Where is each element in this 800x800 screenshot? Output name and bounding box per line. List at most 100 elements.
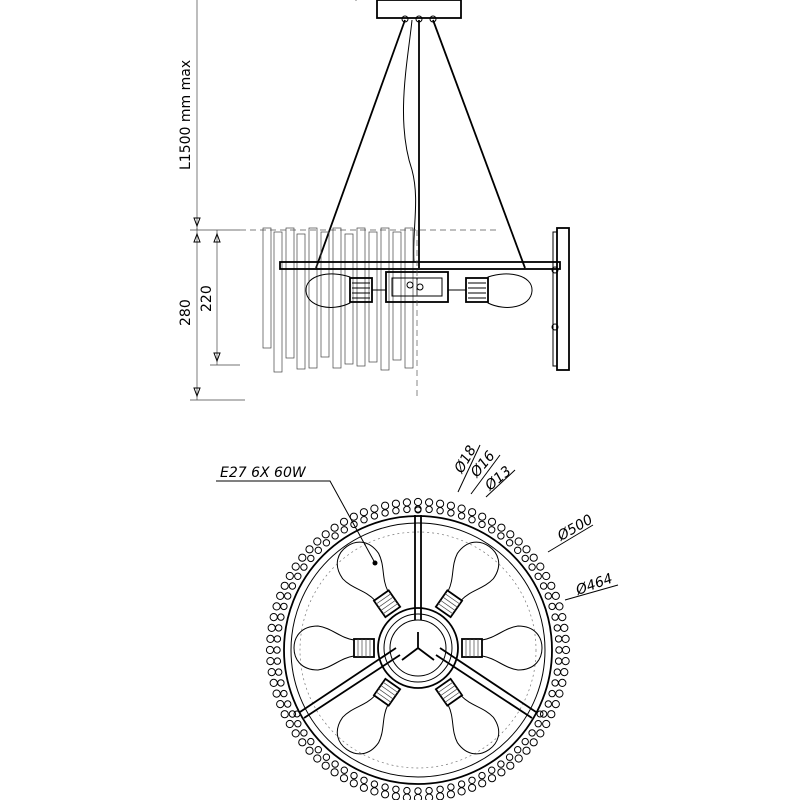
crystal-bead <box>291 729 300 738</box>
crystal-bead <box>529 738 538 747</box>
crystal-bead <box>370 512 379 520</box>
crystal-bead <box>273 646 281 654</box>
crystal-bead <box>446 790 455 799</box>
crystal-bead <box>561 645 571 655</box>
crystal-bead <box>555 646 563 654</box>
crystal-bead <box>273 657 282 665</box>
crystal-bead <box>267 668 276 677</box>
crystal-bead <box>561 634 570 644</box>
crystal-bead <box>551 613 559 621</box>
bulb <box>293 625 375 671</box>
crystal-bead <box>514 546 522 554</box>
crystal-bead <box>547 581 556 590</box>
crystal-bead <box>548 689 556 698</box>
crystal-bead <box>447 783 455 791</box>
crystal-bead <box>305 746 314 755</box>
diameter-464-label: Ø464 <box>573 571 615 599</box>
crystal-bead <box>349 779 358 788</box>
crystal-bead <box>425 498 434 507</box>
crystal-bead <box>391 499 400 508</box>
crystal-bead <box>544 700 552 708</box>
bulb-spec-label: E27 6X 60W <box>220 465 307 481</box>
top-view: E27 6X 60W Ø18 Ø16 Ø13 Ø500 Ø464 <box>216 443 619 800</box>
crystal-bead <box>340 766 348 774</box>
crystal-bead <box>331 760 339 768</box>
outer-frame-ring <box>283 515 553 785</box>
crystal-bead <box>478 771 486 780</box>
crystal-bead <box>392 785 400 793</box>
crystal-bead <box>331 532 339 540</box>
crystal-bead <box>280 710 289 719</box>
crystal-bead <box>478 779 487 788</box>
crystal-bead <box>558 678 567 688</box>
crystal-bead <box>402 793 411 800</box>
crystal-bead <box>330 523 339 532</box>
crystal-bead <box>350 771 358 780</box>
crystal-bead <box>330 768 339 777</box>
crystal-bead <box>266 634 275 644</box>
crystal-bead <box>339 517 349 526</box>
crystal-bead <box>269 678 278 688</box>
crystal-bead <box>425 786 433 795</box>
crystal-bead <box>497 760 505 768</box>
crystal-bead <box>402 498 411 507</box>
crystal-bead <box>307 554 315 563</box>
crystal-bead <box>544 592 552 600</box>
crystal-bead <box>521 554 529 563</box>
crystal-bead <box>288 582 297 590</box>
crystal-bead <box>542 571 551 581</box>
crystal-bead <box>314 546 322 554</box>
crystal-bead <box>478 512 487 521</box>
crystal-bead <box>285 719 294 729</box>
crystal-bead <box>381 501 390 510</box>
crystal-bead <box>277 613 285 621</box>
crystal-bead <box>339 774 349 783</box>
crystal-bead <box>280 689 288 698</box>
crystal-bead <box>457 512 466 520</box>
crystal-bead <box>551 679 559 687</box>
ceiling-canopy <box>376 0 462 19</box>
crystal-bead <box>370 780 379 788</box>
crystal-bead <box>528 729 536 737</box>
crystal-bead <box>370 787 379 796</box>
crystal-bead <box>275 668 283 676</box>
crystal-bead <box>534 720 542 728</box>
crystal-bead <box>497 768 506 777</box>
suspension-cables <box>315 19 526 269</box>
bulb <box>461 625 543 671</box>
crystal-bead <box>359 508 368 517</box>
crystal-bead <box>551 700 560 709</box>
crystal-bead <box>294 720 302 728</box>
crystal-bead <box>522 746 531 755</box>
crystal-bead <box>280 602 288 611</box>
crystal-bead <box>478 520 486 529</box>
crystal-bead <box>288 710 297 718</box>
crystal-bead <box>298 553 307 562</box>
crystal-bead <box>322 753 331 761</box>
crystal-bead <box>300 729 308 737</box>
crystal-bead <box>536 729 545 738</box>
crystal-bead <box>267 623 276 633</box>
crystal-bead <box>487 517 497 526</box>
bulb <box>434 541 500 619</box>
crystal-bead <box>425 793 434 800</box>
total-height-label: 280 <box>178 299 194 326</box>
center-hub <box>377 607 459 689</box>
crystal-bead <box>414 787 422 795</box>
crystal-bead <box>285 571 294 581</box>
bulb <box>336 677 402 755</box>
crystal-bead <box>497 523 506 532</box>
crystal-bead <box>506 761 515 770</box>
body-height-label: 220 <box>199 285 215 312</box>
crystal-bead <box>555 689 564 698</box>
crystal-bead <box>497 532 505 540</box>
crystal-bead <box>457 504 466 513</box>
crystal-bead <box>392 507 400 515</box>
crystal-bead <box>468 776 476 784</box>
inner-dotted-ring <box>299 531 537 769</box>
crystal-bead <box>487 774 497 783</box>
crystal-bead <box>505 753 514 761</box>
crystal-bead <box>534 572 542 580</box>
bulb <box>434 677 500 755</box>
crystal-bead <box>291 562 300 571</box>
